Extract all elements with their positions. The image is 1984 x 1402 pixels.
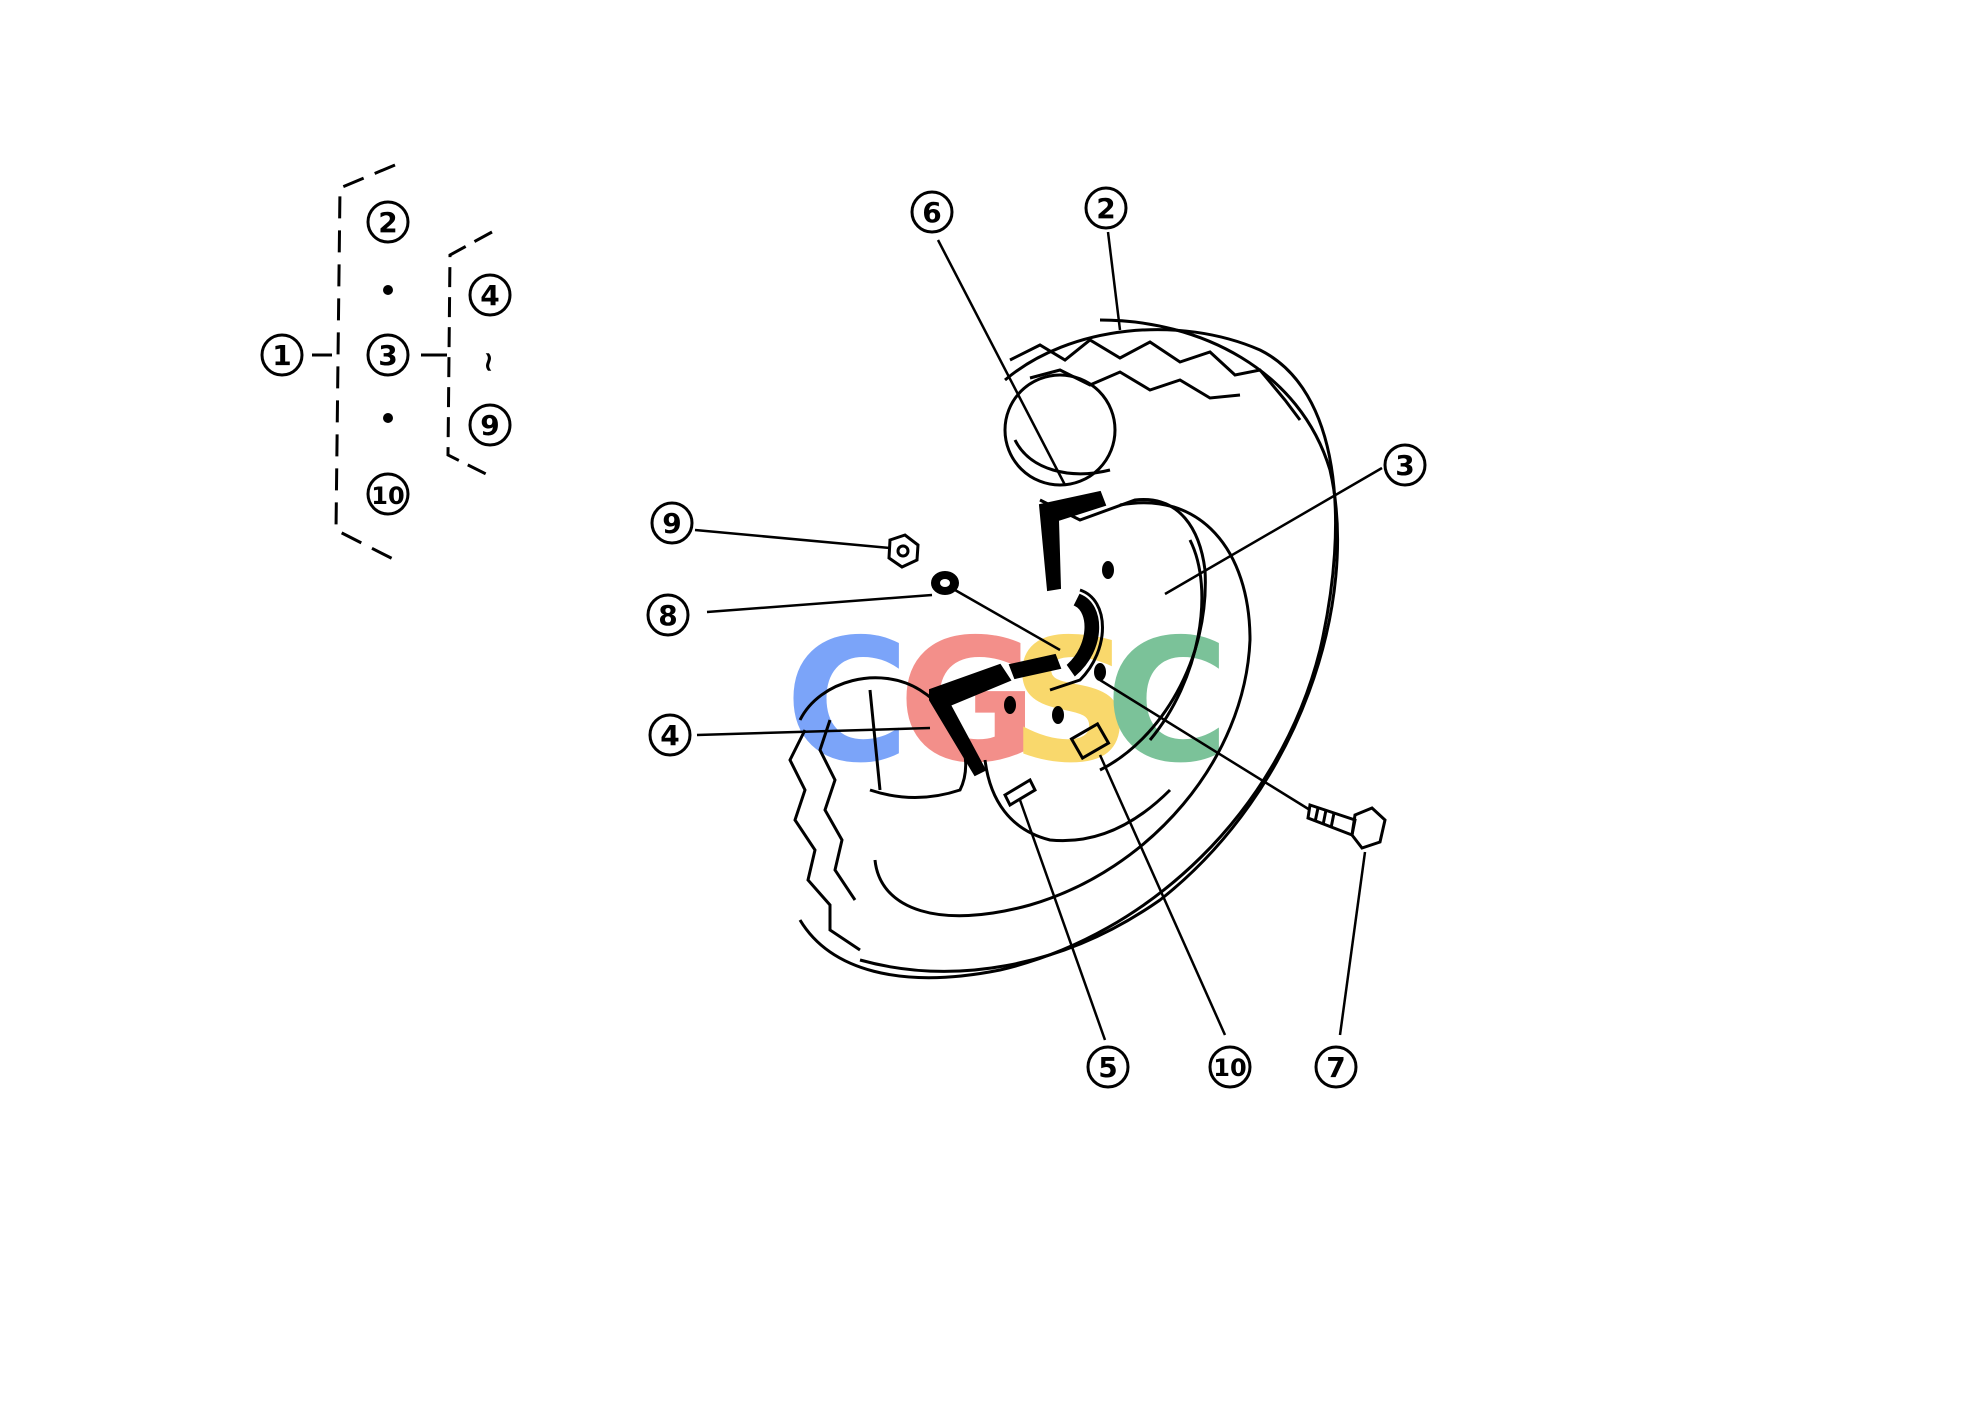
callout-label-6: 6: [922, 196, 941, 229]
wheel-rim-lower: [983, 759, 1172, 843]
bolt-threads: [1313, 807, 1336, 829]
callout-labels: 6 2 3 9 8 4 5 10 7: [658, 192, 1414, 1084]
assembly-legend: [260, 163, 512, 562]
callout-label-7: 7: [1326, 1051, 1345, 1084]
leader-lines: [694, 231, 1383, 1041]
leader-7: [1338, 851, 1367, 1036]
callout-circle-5: [1086, 1045, 1130, 1089]
bolt-hole-3: [1004, 696, 1016, 714]
watermark: C G S C: [785, 603, 1230, 801]
callout-circle-8: [646, 593, 690, 637]
washer-inner: [940, 579, 950, 587]
legend-dot-lower: [383, 413, 393, 423]
washer: [931, 571, 959, 595]
legend-label-2: 2: [378, 206, 397, 239]
callout-label-4: 4: [660, 719, 679, 752]
legend-label-4: 4: [480, 279, 499, 312]
leader-8b: [954, 588, 1061, 652]
tube-strip: [1008, 653, 1062, 680]
legend-label-10: 10: [371, 482, 404, 510]
bolt-hole-2: [1094, 663, 1106, 681]
leader-10: [1098, 754, 1227, 1036]
flap-arc: [1066, 593, 1100, 677]
callout-circles: [646, 186, 1427, 1089]
bolt-hole-1: [1102, 561, 1114, 579]
flap-top: [1038, 490, 1107, 592]
callout-label-8: 8: [658, 599, 677, 632]
legend-label-1: 1: [272, 339, 291, 372]
legend-circle-4: [468, 273, 512, 317]
nut-hole: [896, 544, 910, 558]
leader-9: [694, 528, 891, 550]
callout-circle-6: [910, 190, 954, 234]
tire-outer-edge: [798, 328, 1338, 980]
legend-label-9: 9: [480, 409, 499, 442]
tire-outer-edge-2: [859, 318, 1340, 973]
tire-tread-bottom: [788, 719, 861, 952]
bolt-holes: [1004, 561, 1114, 724]
bolt-head: [1350, 806, 1387, 850]
small-parts: [887, 533, 1387, 850]
bolt-hole-4: [1052, 706, 1064, 724]
leader-4: [696, 726, 931, 737]
leader-2: [1106, 231, 1122, 331]
tube-bottom: [929, 663, 1012, 777]
callout-label-9: 9: [662, 507, 681, 540]
callout-circle-3: [1383, 443, 1427, 487]
legend-bracket-inner: [446, 230, 493, 479]
tire-sidewall: [873, 501, 1252, 918]
callout-label-3: 3: [1395, 449, 1414, 482]
valve-stem: [1003, 777, 1037, 808]
leader-5: [1018, 799, 1107, 1041]
leader-6: [936, 239, 1067, 486]
legend-circle-2: [366, 200, 410, 244]
wheel-rim-inner: [1148, 539, 1204, 741]
watermark-letter-s: S: [1010, 603, 1132, 801]
watermark-letter-c2: C: [1105, 603, 1230, 801]
callout-circle-9: [650, 501, 694, 545]
legend-label-3: 3: [378, 339, 397, 372]
leader-7b: [1099, 678, 1311, 812]
callout-circle-10: [1208, 1045, 1252, 1089]
tire: [788, 318, 1340, 980]
tire-bottom-rim: [868, 689, 882, 791]
tire-top-inner-tube: [1013, 439, 1111, 476]
callout-label-2: 2: [1096, 192, 1115, 225]
callout-circle-2: [1084, 186, 1128, 230]
legend-dots: [383, 285, 393, 423]
label-plate: [1069, 721, 1111, 761]
tire-tread-top: [1009, 338, 1302, 421]
callout-label-5: 5: [1098, 1051, 1117, 1084]
legend-circle-3: [366, 333, 410, 377]
legend-dot-upper: [383, 285, 393, 295]
tire-top-cut-face: [1003, 373, 1117, 487]
callout-circle-4: [648, 713, 692, 757]
leader-8: [706, 593, 933, 614]
inner-parts: [929, 490, 1107, 777]
legend-circle-1: [260, 333, 304, 377]
nut: [887, 533, 920, 569]
callout-circle-7: [1314, 1045, 1358, 1089]
legend-range-symbol: ~: [473, 350, 506, 373]
leader-3: [1164, 466, 1383, 596]
legend-circle-10: [366, 472, 410, 516]
watermark-letter-c1: C: [785, 603, 910, 801]
wheel-hub-cut: [1049, 588, 1104, 692]
callout-label-10: 10: [1213, 1054, 1246, 1082]
legend-circle-9: [468, 403, 512, 447]
